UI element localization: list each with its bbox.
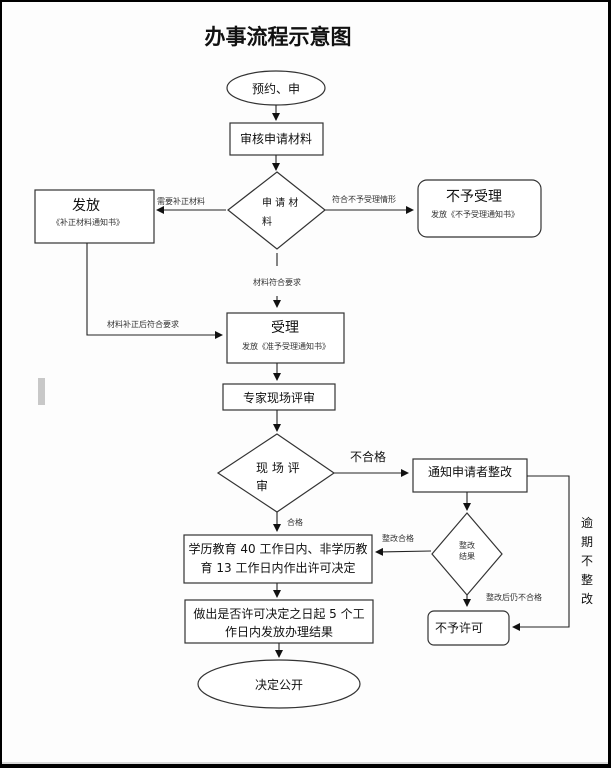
edge-label-overdue-3: 不 [581, 554, 593, 568]
reject-acceptance-subtitle: 发放《不予受理通知书》 [431, 209, 519, 219]
diagram-title: 办事流程示意图 [205, 25, 352, 49]
edge-label-need-correction: 需要补正材料 [157, 196, 205, 206]
edge-overdue [512, 475, 570, 631]
edge-label-overdue-5: 改 [581, 592, 593, 606]
review-materials-node [229, 122, 324, 156]
review-materials-label: 审核申请材料 [240, 131, 312, 146]
edge-label-pass: 合格 [287, 517, 303, 527]
end-node-label: 决定公开 [255, 677, 303, 692]
edge-label-overdue-2: 期 [581, 535, 593, 549]
notify-rectify-node [412, 458, 528, 493]
deny-permit-node [427, 610, 510, 646]
edge-label-materials-ok: 材料符合要求 [253, 277, 301, 287]
site-decision-label-2: 审 [256, 478, 268, 493]
rectify-decision-label-1: 整改 [459, 540, 475, 550]
expert-review-node [222, 383, 336, 411]
reject-acceptance-node [417, 179, 542, 238]
materials-decision-label-1: 申 请 材 [262, 196, 298, 209]
issue-result-node [184, 599, 374, 644]
deny-permit-label: 不予许可 [435, 621, 483, 635]
edge-label-overdue-4: 整 [581, 572, 593, 587]
materials-decision-label-2: 料 [262, 215, 272, 228]
edge-label-meets-rejection: 符合不予受理情形 [332, 194, 396, 204]
edge-label-rectify-pass: 整改合格 [382, 533, 414, 543]
decision-deadline-label-2: 育 13 工作日内作出许可决定 [201, 560, 356, 575]
decision-deadline-label-1: 学历教育 40 工作日内、非学历教 [189, 541, 368, 556]
side-marker [38, 378, 45, 405]
edge-rectify-pass [375, 547, 432, 556]
rectify-decision-label-2: 结果 [459, 551, 475, 561]
end-node [197, 659, 361, 709]
issue-result-label-2: 作日内发放办理结果 [225, 624, 333, 639]
issue-correction-subtitle: 《补正材料通知书》 [52, 217, 124, 227]
reject-acceptance-title: 不予受理 [446, 189, 502, 205]
accept-subtitle: 发放《准予受理通知书》 [242, 341, 330, 351]
accept-node [226, 312, 345, 364]
issue-result-label-1: 做出是否许可决定之日起 5 个工 [193, 606, 364, 621]
edge-label-overdue-1: 逾 [581, 515, 593, 530]
issue-correction-node [34, 189, 155, 244]
start-node-label: 预约、申 [252, 81, 300, 96]
accept-title: 受理 [271, 320, 299, 336]
notify-rectify-label: 通知申请者整改 [428, 464, 512, 479]
edge-label-fail: 不合格 [350, 449, 386, 464]
expert-review-label: 专家现场评审 [243, 390, 315, 405]
materials-decision-node [227, 171, 326, 250]
edge-label-rectify-fail: 整改后仍不合格 [486, 592, 542, 602]
edge-corrected-ok [86, 243, 223, 339]
edge-label-corrected-ok: 材料补正后符合要求 [107, 319, 179, 329]
site-decision-label-1: 现 场 评 [256, 461, 300, 475]
decision-deadline-node [183, 534, 373, 584]
issue-correction-title: 发放 [72, 198, 100, 214]
